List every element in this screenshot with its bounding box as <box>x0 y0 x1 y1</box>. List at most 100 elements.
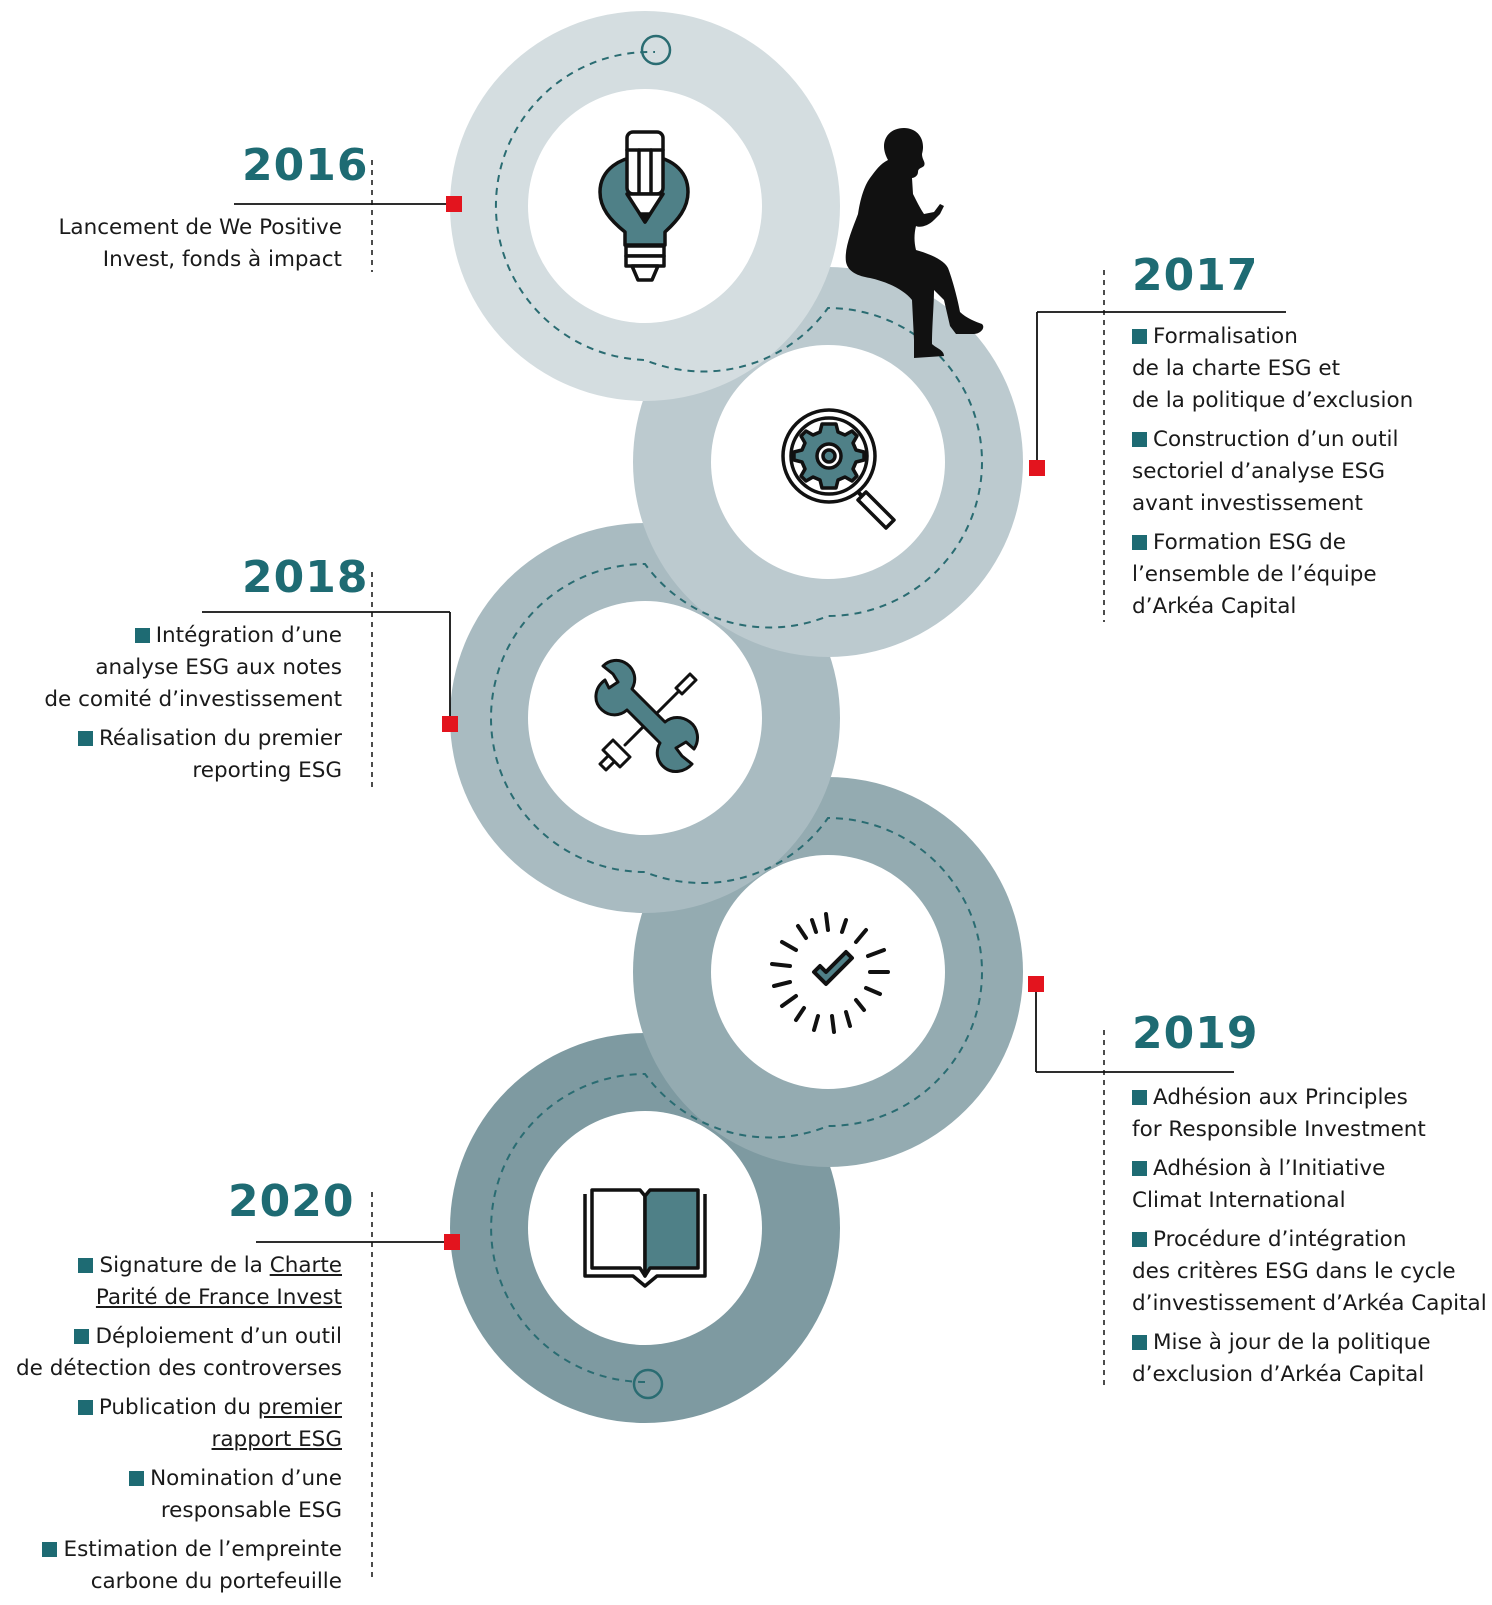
item-text: Signature de la <box>99 1253 270 1278</box>
bullet-square-icon <box>77 1400 93 1415</box>
bullet-square-icon <box>1132 1161 1147 1176</box>
item-line: Lancement de We Positive <box>58 212 342 244</box>
bullet-square-icon <box>1132 1335 1147 1350</box>
item-line: reporting ESG <box>44 755 342 787</box>
path-start-circle <box>640 34 672 66</box>
item-line: Formalisation <box>1132 321 1413 353</box>
item-text: de détection des controverses <box>16 1356 342 1381</box>
item-text: Invest, fonds à impact <box>102 247 342 272</box>
item-line: for Responsible Investment <box>1132 1114 1487 1146</box>
bullet-square-icon <box>134 628 150 643</box>
item-text: Lancement de We Positive <box>58 215 342 240</box>
item-text: Réalisation du premier <box>98 726 342 751</box>
item-line: l’ensemble de l’équipe <box>1132 559 1413 591</box>
marker-2020 <box>444 1234 460 1250</box>
sparkle-checkmark-icon <box>770 912 890 1034</box>
item-text: des critères ESG dans le cycle <box>1132 1259 1456 1284</box>
item-line: de la charte ESG et <box>1132 353 1413 385</box>
item-text: d’investissement d’Arkéa Capital <box>1132 1291 1487 1316</box>
milestone-item: Réalisation du premier reporting ESG <box>44 723 342 787</box>
item-line: Publication du premier <box>16 1392 342 1424</box>
milestone-item: Publication du premier rapport ESG <box>16 1392 342 1456</box>
connector-2018 <box>202 572 458 788</box>
milestone-item: Déploiement d’un outil de détection des c… <box>16 1321 342 1385</box>
description-2019: Adhésion aux Principles for Responsible I… <box>1132 1082 1487 1398</box>
bullet-square-icon <box>78 1258 94 1273</box>
item-text: Mise à jour de la politique <box>1153 1330 1431 1355</box>
item-text: sectoriel d’analyse ESG <box>1132 459 1385 484</box>
milestone-item: Estimation de l’empreinte carbone du port… <box>16 1534 342 1598</box>
bullet-square-icon <box>1132 1090 1147 1105</box>
year-2018: 2018 <box>242 552 369 603</box>
item-line: de la politique d’exclusion <box>1132 385 1413 417</box>
year-2020: 2020 <box>228 1176 355 1227</box>
year-2016: 2016 <box>242 140 369 191</box>
milestone-item: Nomination d’une responsable ESG <box>16 1463 342 1527</box>
item-line: rapport ESG <box>16 1424 342 1456</box>
item-line: d’Arkéa Capital <box>1132 591 1413 623</box>
seated-woman-silhouette <box>845 128 984 358</box>
item-link[interactable]: premier <box>257 1395 342 1420</box>
bullet-square-icon <box>1132 1232 1147 1247</box>
item-line: Construction d’un outil <box>1132 424 1413 456</box>
item-text: Déploiement d’un outil <box>95 1324 342 1349</box>
description-2017: Formalisation de la charte ESG et de la po… <box>1132 321 1413 630</box>
item-line: carbone du portefeuille <box>16 1566 342 1598</box>
bullet-square-icon <box>74 1329 90 1344</box>
item-text: de comité d’investissement <box>44 687 342 712</box>
item-line: responsable ESG <box>16 1495 342 1527</box>
item-line: Climat International <box>1132 1185 1487 1217</box>
item-link[interactable]: rapport ESG <box>211 1427 342 1452</box>
year-2017: 2017 <box>1132 250 1259 301</box>
item-text: d’exclusion d’Arkéa Capital <box>1132 1362 1425 1387</box>
item-text: reporting ESG <box>192 758 342 783</box>
marker-2018 <box>442 716 458 732</box>
item-line: Réalisation du premier <box>44 723 342 755</box>
item-text: Adhésion aux Principles <box>1153 1085 1408 1110</box>
lightbulb-pencil-icon <box>598 130 690 282</box>
item-text: de la politique d’exclusion <box>1132 388 1414 413</box>
item-line: d’investissement d’Arkéa Capital <box>1132 1288 1487 1320</box>
marker-2017 <box>1029 460 1045 476</box>
connector-2017 <box>1029 270 1286 622</box>
milestone-item: Mise à jour de la politique d’exclusion d… <box>1132 1327 1487 1391</box>
bullet-square-icon <box>1132 432 1147 447</box>
item-line: Déploiement d’un outil <box>16 1321 342 1353</box>
item-text: responsable ESG <box>160 1498 342 1523</box>
milestone-item: Construction d’un outil sectoriel d’analy… <box>1132 424 1413 520</box>
item-link[interactable]: Charte <box>269 1253 342 1278</box>
item-text: Publication du <box>98 1395 258 1420</box>
item-line: Mise à jour de la politique <box>1132 1327 1487 1359</box>
gear-magnifier-icon <box>781 408 896 530</box>
item-text: Formation ESG de <box>1153 530 1346 555</box>
item-line: Estimation de l’empreinte <box>16 1534 342 1566</box>
item-line: sectoriel d’analyse ESG <box>1132 456 1413 488</box>
item-line: de détection des controverses <box>16 1353 342 1385</box>
bullet-square-icon <box>1132 535 1147 550</box>
connector-2016 <box>234 160 462 272</box>
item-line: Adhésion aux Principles <box>1132 1082 1487 1114</box>
item-text: Estimation de l’empreinte <box>63 1537 342 1562</box>
bullet-square-icon <box>129 1471 145 1486</box>
item-line: d’exclusion d’Arkéa Capital <box>1132 1359 1487 1391</box>
milestone-item: Formalisation de la charte ESG et de la po… <box>1132 321 1413 417</box>
item-text: Construction d’un outil <box>1153 427 1399 452</box>
item-link[interactable]: Parité de France Invest <box>95 1285 342 1310</box>
year-2019: 2019 <box>1132 1008 1259 1059</box>
connector-2019 <box>1028 976 1234 1388</box>
item-text: Adhésion à l’Initiative <box>1153 1156 1386 1181</box>
item-line: Nomination d’une <box>16 1463 342 1495</box>
item-line: Intégration d’une <box>44 620 342 652</box>
item-text: Formalisation <box>1153 324 1298 349</box>
item-text: avant investissement <box>1132 491 1363 516</box>
dashed-path <box>490 50 983 1383</box>
